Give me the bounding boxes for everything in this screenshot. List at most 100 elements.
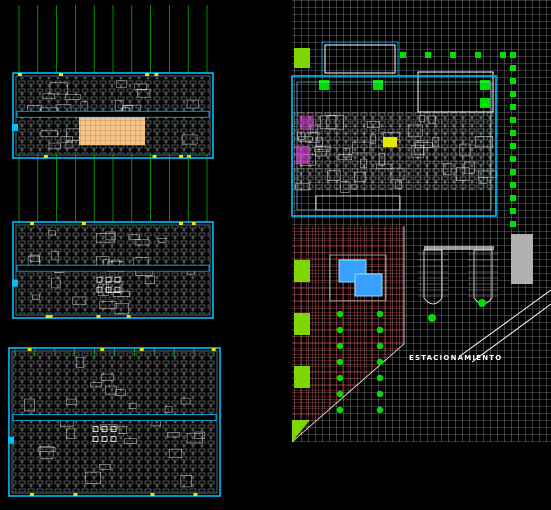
room-partition: [478, 177, 488, 184]
window-marker: [29, 493, 34, 496]
window-marker: [150, 493, 155, 496]
room-partition: [314, 146, 331, 152]
tree: [500, 52, 506, 58]
room-partition: [76, 357, 84, 368]
room-partition: [315, 149, 327, 157]
room-partition: [144, 276, 155, 284]
tree: [376, 406, 384, 414]
room-partition: [100, 424, 118, 430]
room-partition: [101, 373, 114, 381]
stair-marker: [12, 124, 18, 131]
room-partition: [298, 136, 313, 142]
tree: [336, 374, 344, 382]
room-partition: [352, 141, 371, 154]
floor-plan-lower: [8, 347, 221, 497]
floor-plan-middle: [12, 154, 214, 319]
planter: [480, 80, 490, 90]
room-partition: [180, 397, 191, 405]
window-marker: [154, 73, 159, 76]
room-partition: [115, 389, 126, 396]
elevator-shaft: [92, 436, 99, 443]
elevator-marker: [383, 137, 397, 147]
building-furniture: [292, 112, 494, 190]
window-marker: [45, 315, 50, 318]
room-partition: [180, 475, 192, 488]
window-marker: [186, 155, 191, 158]
room-partition: [428, 115, 436, 124]
perimeter-trees: [400, 52, 516, 227]
window-marker: [179, 155, 184, 158]
window-marker: [191, 222, 196, 225]
window-marker: [179, 222, 184, 225]
room-partition: [65, 140, 73, 149]
tree: [336, 310, 344, 318]
planter: [319, 80, 329, 90]
window-marker: [43, 155, 48, 158]
interior-wall-line: [11, 350, 218, 494]
corridor: [16, 110, 210, 118]
elevator-shaft: [96, 276, 103, 283]
entry-canopy: [315, 195, 401, 211]
room-partition: [297, 131, 305, 140]
room-partition: [415, 142, 433, 148]
room-partition: [360, 158, 368, 168]
exterior-wall: [8, 347, 221, 497]
window-marker: [73, 493, 78, 496]
room-partition: [32, 294, 40, 300]
tree: [376, 374, 384, 382]
room-partition: [39, 446, 54, 459]
room-partition: [48, 142, 61, 150]
planter: [480, 98, 490, 108]
room-partition: [118, 426, 127, 434]
room-partition: [169, 448, 183, 458]
room-partition: [186, 99, 199, 109]
tree: [510, 221, 516, 227]
room-partition: [51, 277, 61, 289]
tree: [376, 342, 384, 350]
stair-marker: [12, 279, 18, 287]
room-partition: [340, 181, 350, 193]
room-partition: [116, 80, 127, 88]
interior-wall-line: [15, 224, 211, 316]
tree: [376, 390, 384, 398]
tree: [510, 169, 516, 175]
tree: [510, 65, 516, 71]
room-partition: [134, 239, 150, 246]
window-marker: [30, 222, 35, 225]
room-partition: [390, 167, 405, 181]
room-partition: [181, 134, 198, 145]
room-partition: [194, 431, 206, 439]
tree: [336, 390, 344, 398]
tree: [475, 52, 481, 58]
room-partition: [85, 471, 101, 484]
elevator-shaft: [114, 276, 121, 283]
elevator-shaft: [110, 436, 117, 443]
tree: [336, 406, 344, 414]
elevator-shaft: [101, 426, 108, 433]
tree: [376, 358, 384, 366]
room-partition: [327, 170, 341, 181]
room-partition: [98, 464, 111, 470]
room-partition: [305, 132, 318, 143]
site-building-plan: [291, 41, 497, 217]
room-partition: [455, 167, 470, 181]
window-marker: [48, 315, 53, 318]
room-partition: [337, 154, 352, 161]
site-plan: ESTACIONAMIENTO: [291, 0, 551, 443]
parking-access-line: [424, 246, 494, 250]
window-marker: [145, 73, 150, 76]
room-partition: [128, 234, 140, 240]
tree: [510, 195, 516, 201]
pool: [329, 254, 387, 302]
window-marker: [193, 493, 198, 496]
room-partition: [99, 301, 117, 310]
tree: [510, 182, 516, 188]
elevator-shaft: [114, 286, 121, 293]
room-partition: [164, 406, 173, 413]
room-partition: [30, 254, 40, 262]
window-marker: [126, 315, 131, 318]
window-marker: [27, 348, 32, 351]
room-partition: [98, 283, 109, 296]
tree: [376, 310, 384, 318]
